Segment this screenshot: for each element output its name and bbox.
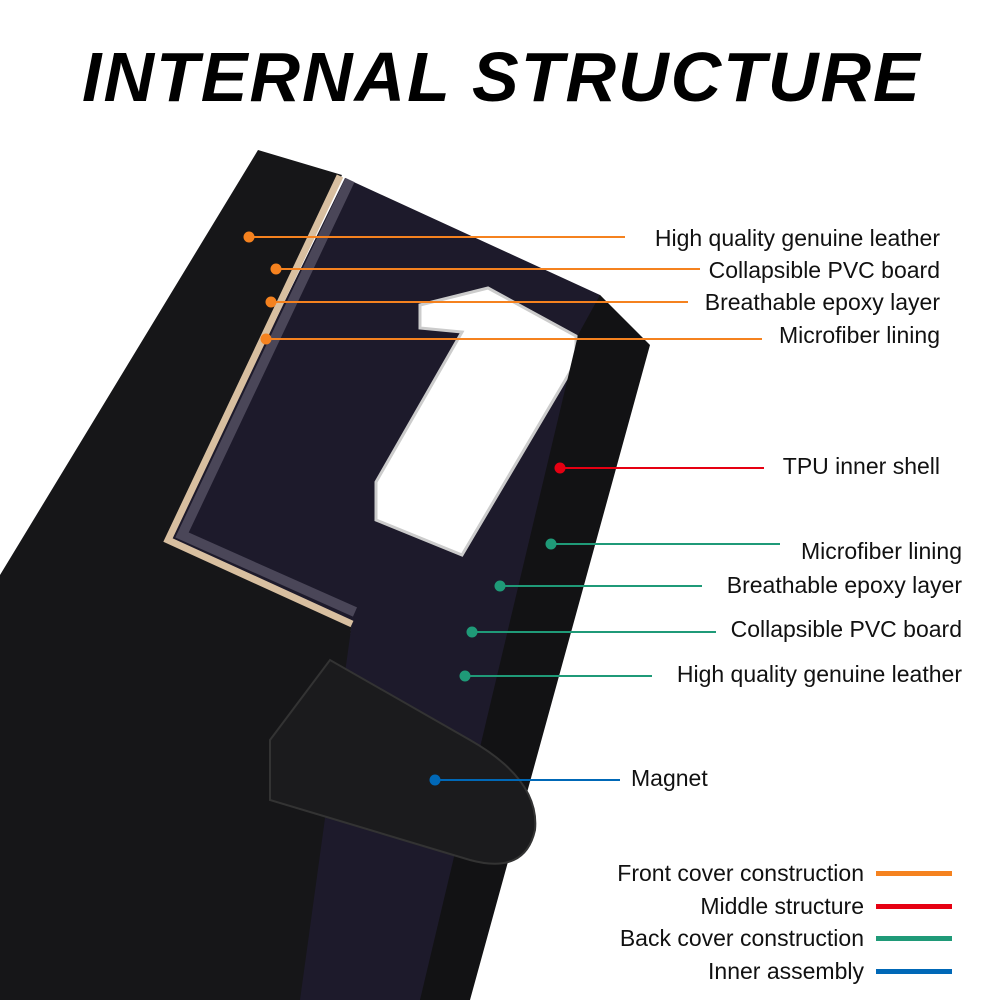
label-front-leather: High quality genuine leather [654, 225, 940, 251]
marker-dot [270, 263, 282, 275]
label-back-epoxy: Breathable epoxy layer [726, 572, 962, 598]
legend-label: Front cover construction [617, 860, 864, 886]
cover-edge-layers [163, 174, 354, 628]
label-back-pvc: Collapsible PVC board [730, 616, 962, 642]
legend-swatch-orange [876, 871, 952, 876]
legend-item-front: Front cover construction [617, 860, 952, 887]
marker-dot [554, 462, 566, 474]
marker-dot [545, 538, 557, 550]
marker-dot [265, 296, 277, 308]
label-front-microfiber: Microfiber lining [778, 322, 940, 348]
marker-dot [466, 626, 478, 638]
legend-swatch-red [876, 904, 952, 909]
legend-item-inner: Inner assembly [708, 958, 952, 985]
legend-swatch-green [876, 936, 952, 941]
legend-label: Back cover construction [619, 925, 864, 951]
magnetic-strap [269, 658, 537, 865]
label-front-epoxy: Breathable epoxy layer [704, 289, 940, 315]
marker-dot [243, 231, 255, 243]
marker-dot [260, 333, 272, 345]
marker-dot [459, 670, 471, 682]
legend-label: Middle structure [700, 893, 864, 919]
label-back-leather: High quality genuine leather [676, 661, 962, 687]
label-front-pvc: Collapsible PVC board [708, 257, 940, 283]
front-cover [0, 150, 352, 1000]
legend-label: Inner assembly [708, 958, 864, 984]
label-magnet: Magnet [631, 765, 708, 791]
legend-item-back: Back cover construction [620, 925, 952, 952]
camera-cutout [374, 286, 578, 557]
page-title: INTERNAL STRUCTURE [82, 38, 922, 116]
marker-dot [429, 774, 441, 786]
legend-swatch-blue [876, 969, 952, 974]
marker-dot [494, 580, 506, 592]
cover-edge-dark [175, 177, 358, 617]
legend-item-middle: Middle structure [700, 893, 952, 920]
label-tpu: TPU inner shell [782, 453, 940, 479]
label-back-microfiber: Microfiber lining [800, 538, 962, 564]
